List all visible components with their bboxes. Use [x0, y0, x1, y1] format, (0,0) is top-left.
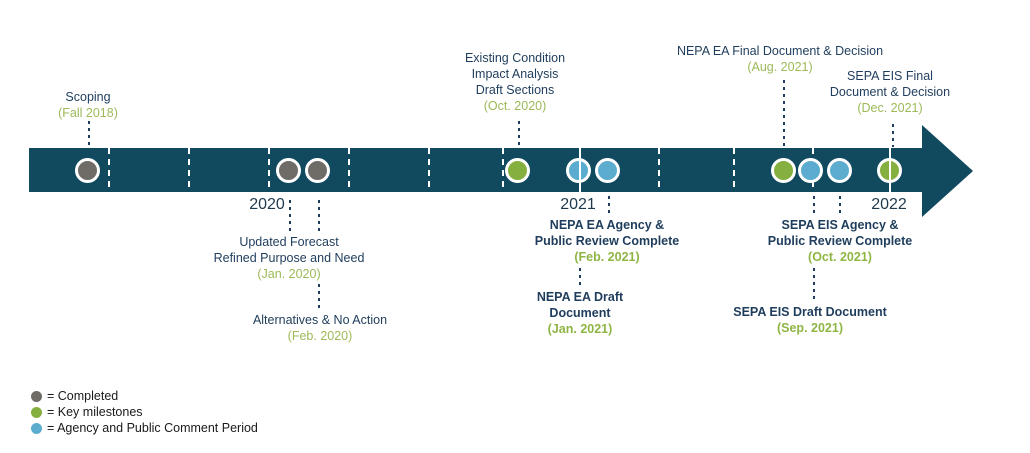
- event-label-existing-condition: Existing Condition Impact Analysis Draft…: [464, 51, 566, 113]
- event-date: (Feb. 2020): [287, 329, 353, 343]
- milestone-dot-nepa-ea-review: [595, 158, 620, 183]
- legend: = Completed = Key milestones = Agency an…: [31, 388, 258, 436]
- leader-line-sepa-eis-review-right: [839, 196, 841, 215]
- event-label-alternatives: Alternatives & No Action (Feb. 2020): [252, 313, 388, 343]
- event-date: (Sep. 2021): [776, 321, 843, 335]
- comment-period-dot-icon: [31, 422, 42, 434]
- milestone-dot-nepa-ea-draft: [566, 158, 591, 183]
- event-label-scoping: Scoping (Fall 2018): [58, 90, 118, 120]
- timeline-arrowhead-icon: [922, 125, 973, 217]
- key-milestone-dot-icon: [31, 406, 42, 418]
- legend-item-key-milestones: = Key milestones: [31, 404, 258, 420]
- event-label-nepa-ea-draft: NEPA EA Draft Document (Jan. 2021): [536, 290, 624, 336]
- year-label-2020: 2020: [249, 196, 285, 213]
- quarter-separator: [502, 148, 504, 192]
- leader-line-nepa-ea-review: [608, 196, 610, 215]
- legend-item-completed: = Completed: [31, 388, 258, 404]
- milestone-dot-updated-forecast: [276, 158, 301, 183]
- leader-line-alternatives-lower: [318, 284, 320, 309]
- milestone-dot-sepa-eis-review: [827, 158, 852, 183]
- event-label-nepa-ea-final: NEPA EA Final Document & Decision (Aug. …: [676, 44, 884, 74]
- quarter-separator: [348, 148, 350, 192]
- year-label-2021: 2021: [560, 196, 596, 213]
- leader-line-updated-forecast: [289, 200, 291, 231]
- quarter-separator: [428, 148, 430, 192]
- quarter-separator: [268, 148, 270, 192]
- event-label-updated-forecast: Updated Forecast Refined Purpose and Nee…: [213, 235, 365, 281]
- year-tick-2022: [889, 148, 891, 192]
- event-label-sepa-eis-review: SEPA EIS Agency & Public Review Complete…: [767, 218, 913, 264]
- event-date: (Feb. 2021): [574, 250, 640, 264]
- leader-line-scoping: [88, 121, 90, 147]
- event-date: (Oct. 2021): [808, 250, 872, 264]
- leader-line-nepa-ea-final: [783, 80, 785, 147]
- leader-line-sepa-eis-review-left: [813, 196, 815, 215]
- event-date: (Jan. 2020): [257, 267, 321, 281]
- year-label-2022: 2022: [871, 196, 907, 213]
- quarter-separator: [188, 148, 190, 192]
- milestone-dot-existing-condition: [505, 158, 530, 183]
- quarter-separator: [658, 148, 660, 192]
- milestone-dot-nepa-ea-final: [771, 158, 796, 183]
- milestone-dot-scoping: [75, 158, 100, 183]
- event-label-sepa-eis-draft: SEPA EIS Draft Document (Sep. 2021): [733, 305, 887, 335]
- event-label-sepa-eis-final: SEPA EIS Final Document & Decision (Dec.…: [829, 69, 951, 115]
- quarter-separator: [733, 148, 735, 192]
- leader-line-alternatives-upper: [318, 200, 320, 231]
- leader-line-existing-condition: [518, 121, 520, 147]
- year-tick-2021: [579, 148, 581, 192]
- event-label-nepa-ea-review: NEPA EA Agency & Public Review Complete …: [534, 218, 680, 264]
- event-date: (Fall 2018): [58, 106, 118, 120]
- event-date: (Aug. 2021): [747, 60, 813, 74]
- leader-line-nepa-ea-draft: [579, 268, 581, 288]
- legend-item-comment-period: = Agency and Public Comment Period: [31, 420, 258, 436]
- quarter-separator: [108, 148, 110, 192]
- leader-line-sepa-eis-final: [892, 124, 894, 147]
- completed-dot-icon: [31, 390, 42, 402]
- milestone-dot-alternatives: [305, 158, 330, 183]
- milestone-dot-sepa-eis-draft: [798, 158, 823, 183]
- leader-line-sepa-eis-draft: [813, 268, 815, 301]
- event-date: (Oct. 2020): [483, 99, 547, 113]
- event-date: (Jan. 2021): [547, 322, 613, 336]
- event-date: (Dec. 2021): [857, 101, 923, 115]
